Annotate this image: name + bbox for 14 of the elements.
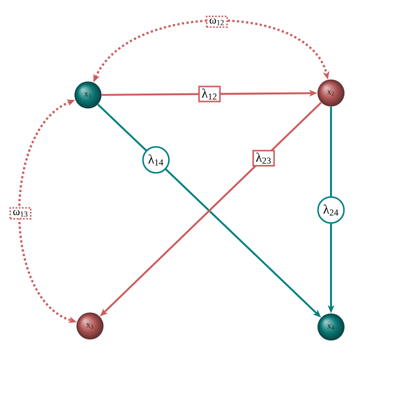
edge-label: λ$_{12}$ <box>198 86 221 102</box>
node-label: x$_{3}$ <box>86 323 94 329</box>
node-label: x$_{1}$ <box>84 92 91 98</box>
node-label: x$_{4}$ <box>327 324 334 330</box>
edge-label: λ$_{23}$ <box>252 150 275 166</box>
sphere-node <box>318 314 344 340</box>
sphere-node <box>74 82 102 108</box>
node-label: x$_{2}$ <box>327 90 334 96</box>
sphere-node <box>76 312 104 340</box>
edge-label: λ$_{14}$ <box>142 146 170 174</box>
sphere-node <box>318 80 344 106</box>
edge-label: ω$_{12}$ <box>206 16 228 28</box>
edge-label: λ$_{24}$ <box>317 196 345 224</box>
edge-label: ω$_{13}$ <box>10 207 32 220</box>
